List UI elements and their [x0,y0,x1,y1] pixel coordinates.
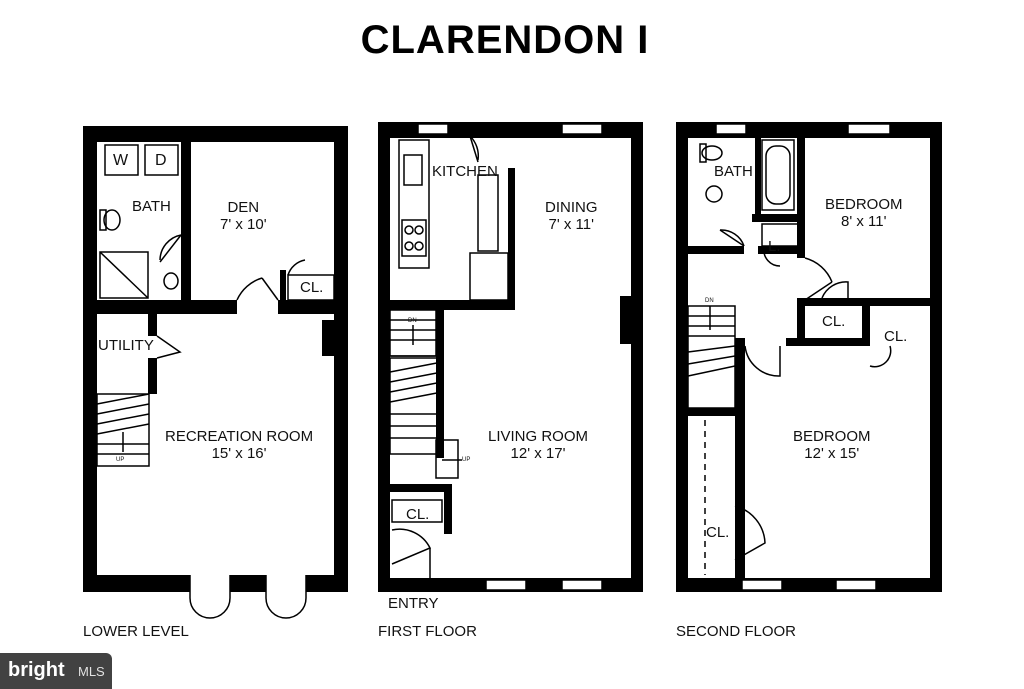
lower-stairs-up: UP [116,457,125,463]
den-name: DEN [227,199,260,216]
bedroom-closet-label: CL. [706,524,730,541]
living-room-dimensions: 12' x 17' [510,445,566,462]
large-bedroom-name: BEDROOM [793,428,871,445]
living-room-label: LIVING ROOM 12' x 17' [488,428,588,462]
den-label: DEN 7' x 10' [220,199,267,233]
upper-bath-label: BATH [714,163,753,180]
large-bedroom-label: BEDROOM 12' x 15' [793,428,871,462]
dryer-label: D [155,152,167,169]
first-stairs-dn: DN [408,318,417,324]
lower-bath-label: BATH [132,198,171,215]
small-bedroom-dimensions: 8' x 11' [841,213,887,230]
linen-closet-label: L. [768,238,781,255]
washer-label: W [113,152,129,169]
second-floor-plan [676,122,942,592]
small-bedroom-name: BEDROOM [825,196,903,213]
large-bedroom-dimensions: 12' x 15' [804,445,860,462]
dining-name: DINING [545,199,598,216]
plan-title: CLARENDON I [360,18,650,62]
entry-label: ENTRY [388,595,439,612]
recreation-room-label: RECREATION ROOM 15' x 16' [165,428,313,462]
recreation-room-dimensions: 15' x 16' [211,445,267,462]
recreation-room-name: RECREATION ROOM [165,428,314,445]
kitchen-label: KITCHEN [432,163,498,180]
entry-closet-label: CL. [406,506,430,523]
second-stairs-dn: DN [705,298,714,304]
hall-closet-b-label: CL. [884,328,908,345]
lower-level-fixtures [96,144,335,619]
first-stairs-up: UP [462,457,471,463]
lower-level-plan [83,126,348,592]
hall-closet-a-label: CL. [822,313,846,330]
bright-mls-watermark: bright MLS [0,653,112,689]
den-dimensions: 7' x 10' [220,216,267,233]
second-floor-caption: SECOND FLOOR [676,623,797,640]
lower-level-caption: LOWER LEVEL [83,623,189,640]
dining-label: DINING 7' x 11' [545,199,598,233]
first-floor-fixtures [389,123,603,591]
living-room-name: LIVING ROOM [488,428,589,445]
watermark-brand: bright [8,659,65,681]
first-floor-caption: FIRST FLOOR [378,623,477,640]
lower-closet-label: CL. [300,279,324,296]
second-floor-fixtures [687,123,892,591]
dining-dimensions: 7' x 11' [548,216,594,233]
watermark-suffix: MLS [78,664,105,679]
utility-label: UTILITY [98,337,154,354]
small-bedroom-label: BEDROOM 8' x 11' [825,196,903,230]
